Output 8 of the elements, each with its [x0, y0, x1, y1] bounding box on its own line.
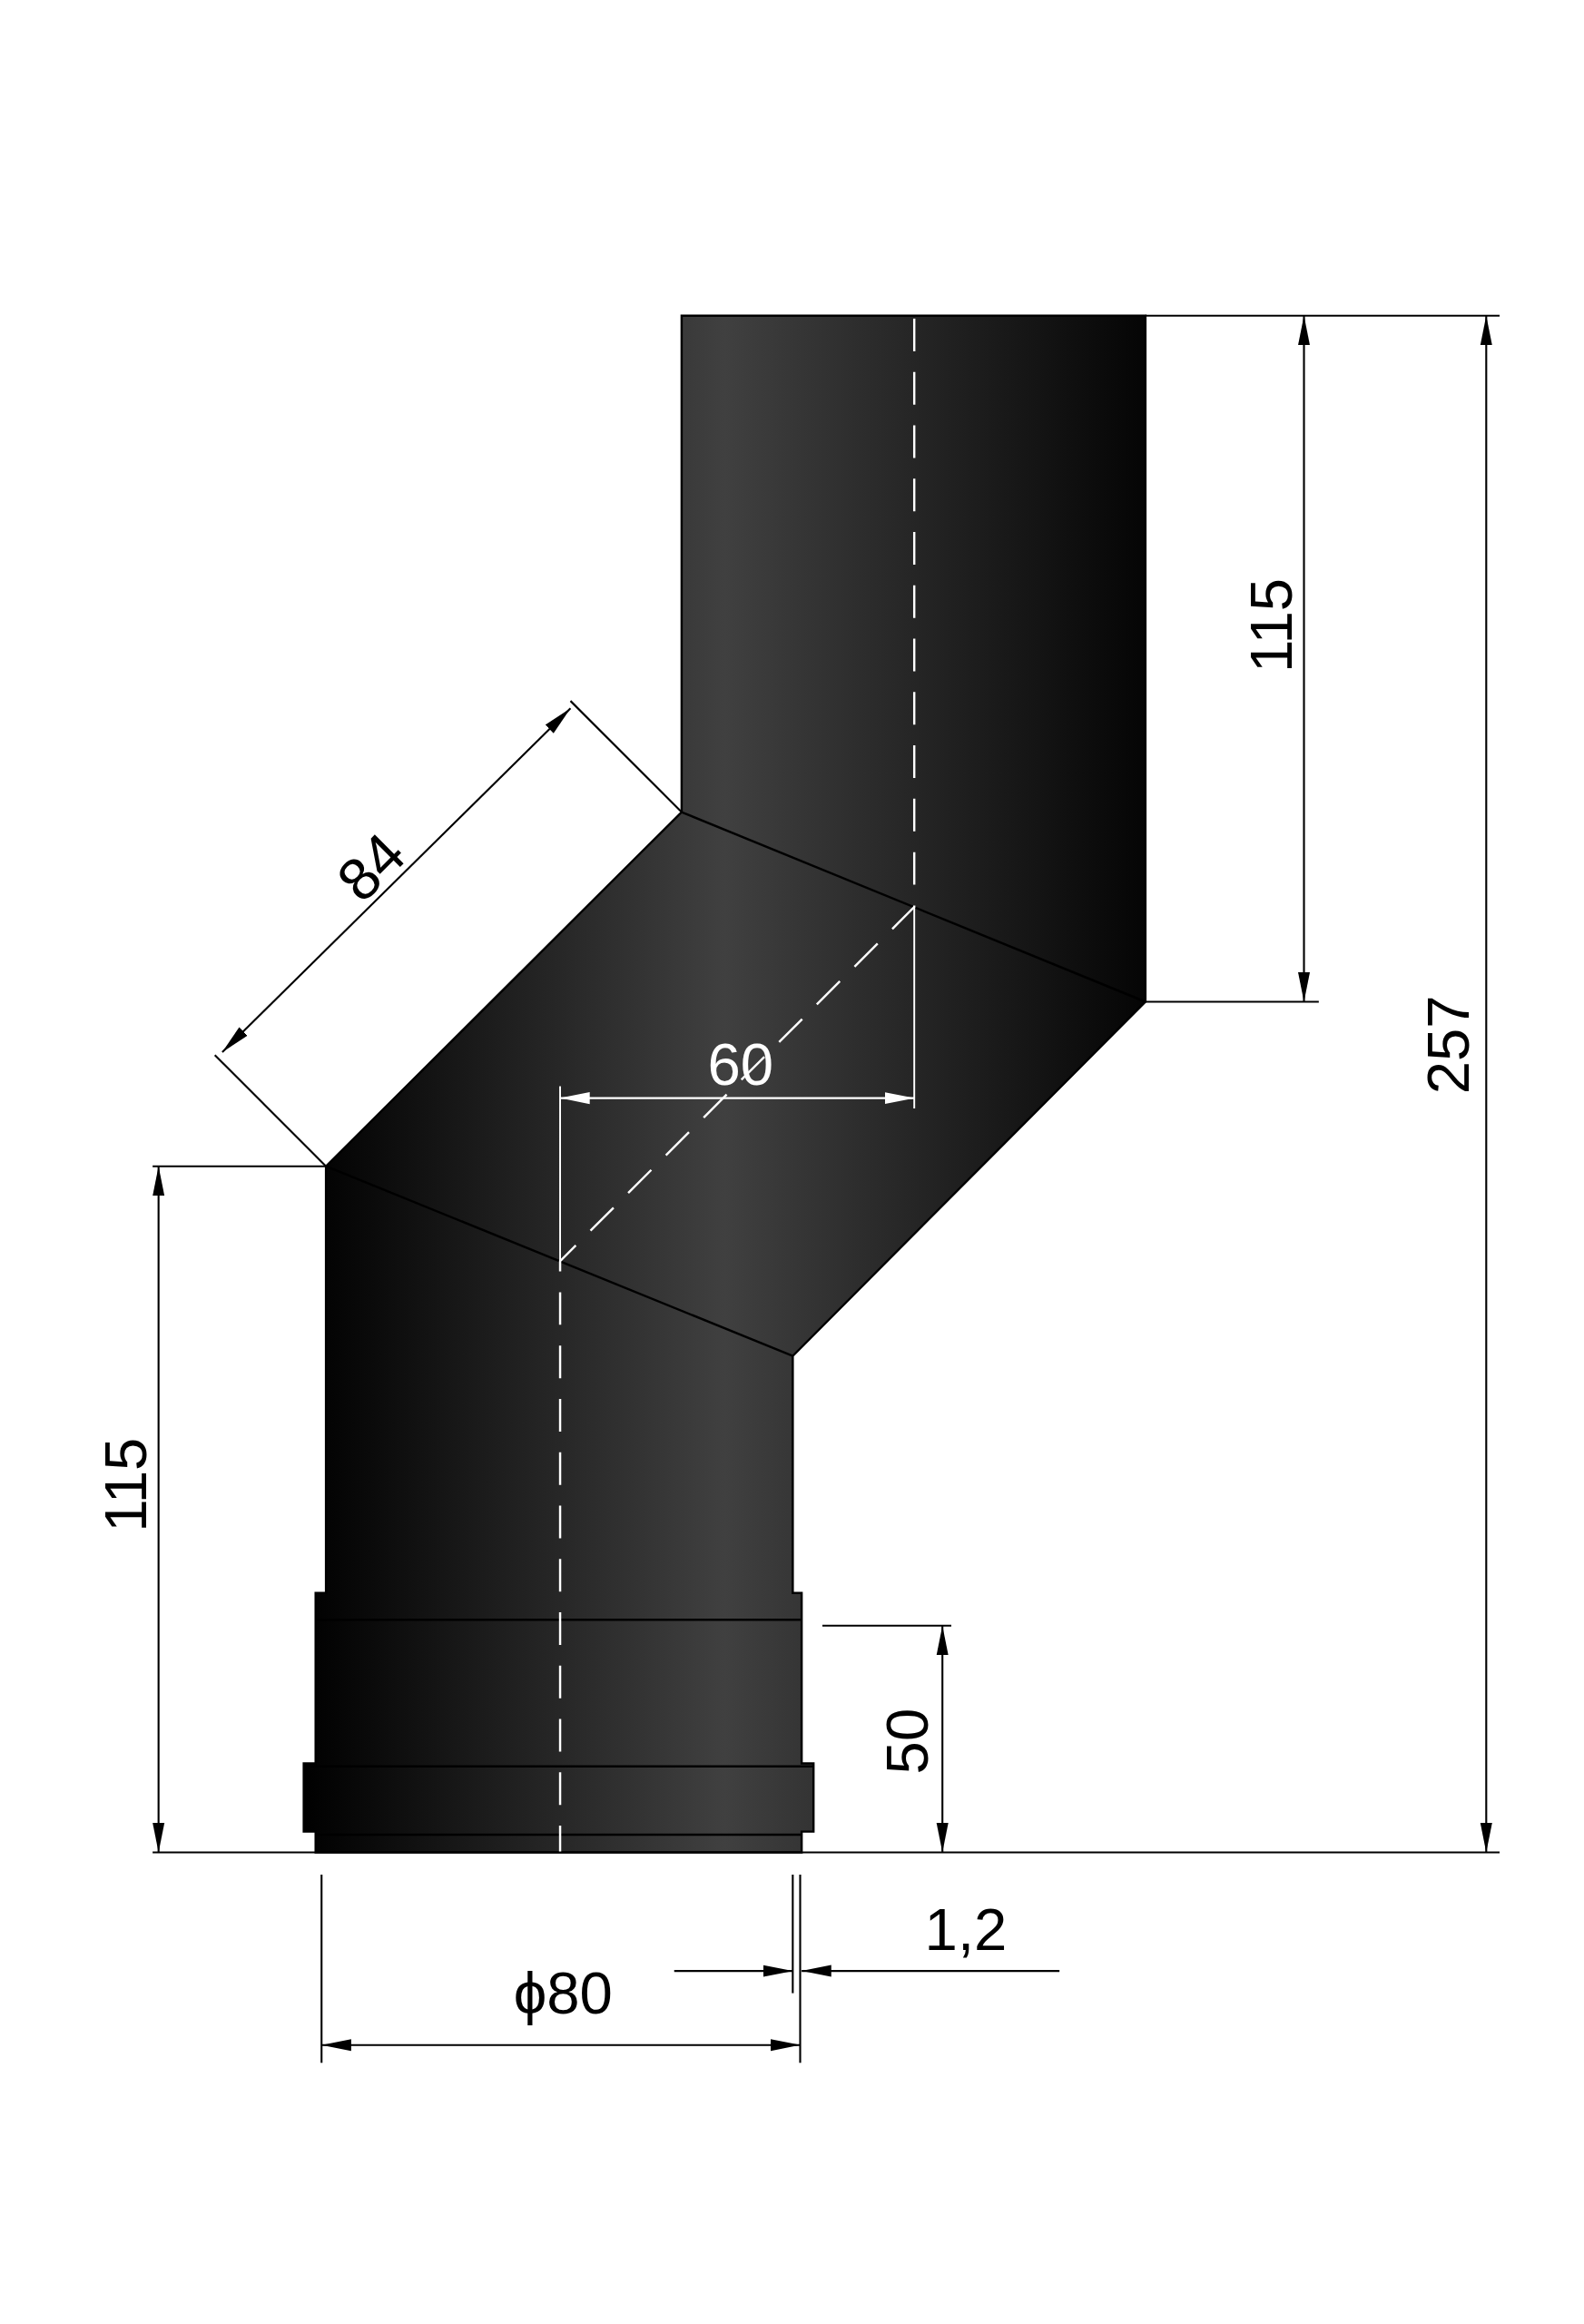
dimension-value: 115 [1241, 577, 1302, 673]
dimension-value: 257 [1418, 995, 1478, 1095]
dimension-value: ϕ80 [513, 1963, 613, 2024]
dimension-value: 115 [95, 1437, 156, 1532]
dimension-value: 50 [876, 1708, 937, 1775]
dimension-value: 1,2 [924, 1899, 1008, 1960]
dimension-value: 84 [325, 822, 415, 911]
dimension-value: 60 [707, 1034, 774, 1094]
